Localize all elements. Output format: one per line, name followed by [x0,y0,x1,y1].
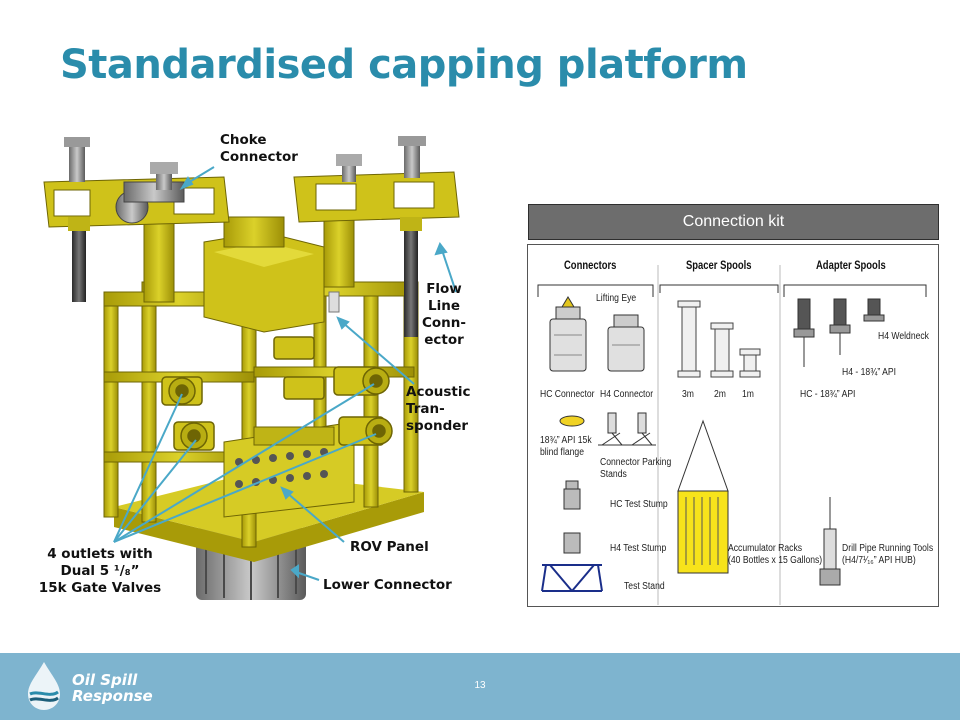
oil-drop-icon [28,662,60,710]
oil-spill-response-logo: Oil Spill Response [22,660,153,712]
callout-lower-connector: Lower Connector [323,577,452,593]
label-accumulator-line1: Accumulator Racks [728,543,803,554]
label-hc-connector: HC Connector [540,389,595,400]
callout-flow-line-connector: Flow Line Conn- ector [421,281,466,348]
callout-rov-panel: ROV Panel [350,539,429,555]
callout-acoustic-transponder: Acoustic Tran- sponder [406,384,471,434]
label-blind-flange-line1: 18¾” API 15k [540,435,592,446]
drill-pipe-tool-drawing [819,497,841,586]
label-h4-api: H4 - 18¾” API [842,367,897,378]
adapter-spools-drawing [793,298,885,367]
blind-flange-drawing [559,415,585,427]
section-adapter-spools: Adapter Spools [816,260,886,272]
label-parking-stands-line2: Stands [600,469,627,480]
label-blind-flange-line2: blind flange [540,447,584,458]
label-drill-pipe-line2: (H4/7¹⁄₁₆” API HUB) [842,555,916,566]
label-parking-stands-line1: Connector Parking [600,457,672,468]
label-h4-connector: H4 Connector [600,389,654,400]
section-connectors: Connectors [564,260,617,272]
label-spool-1m: 1m [742,389,754,400]
label-h4-test-stump: H4 Test Stump [610,543,667,554]
label-accumulator-line2: (40 Bottles x 15 Gallons) [728,555,823,566]
hc-connector-drawing [549,296,587,372]
label-spool-3m: 3m [682,389,694,400]
gate-valve-outlets [161,336,393,451]
accumulator-rack-drawing [677,419,729,574]
callout-choke-connector: Choke Connector [220,132,298,165]
slide-title: Standardised capping platform [60,42,748,88]
connection-kit-drawings [537,265,927,605]
right-flow-manifold [293,136,460,337]
parking-stands-drawing [598,412,656,446]
connection-kit-header: Connection kit [528,204,939,240]
test-stand-drawing [541,532,603,592]
label-test-stand: Test Stand [624,581,665,592]
capping-platform-illustration [43,136,460,600]
label-hc-test-stump: HC Test Stump [610,499,668,510]
h4-connector-drawing [607,314,645,372]
label-h4-weldneck: H4 Weldneck [878,331,929,342]
logo-text-line2: Response [72,687,153,705]
left-choke-manifold [43,137,230,303]
section-spacer-spools: Spacer Spools [686,260,752,272]
label-hc-api: HC - 18¾” API [800,389,856,400]
logo-text-line1: Oil Spill [72,671,138,689]
label-spool-2m: 2m [714,389,726,400]
footer-bar [0,653,960,720]
page-number: 13 [474,680,486,691]
hc-test-stump-drawing [563,480,581,510]
spacer-spools-drawing [677,300,761,378]
callout-outlets: 4 outlets with Dual 5 ¹/₈” 15k Gate Valv… [38,546,162,596]
label-drill-pipe-line1: Drill Pipe Running Tools [842,543,934,554]
label-lifting-eye: Lifting Eye [596,293,637,304]
connection-kit-panel: Connectors Spacer Spools Adapter Spools … [527,244,939,607]
